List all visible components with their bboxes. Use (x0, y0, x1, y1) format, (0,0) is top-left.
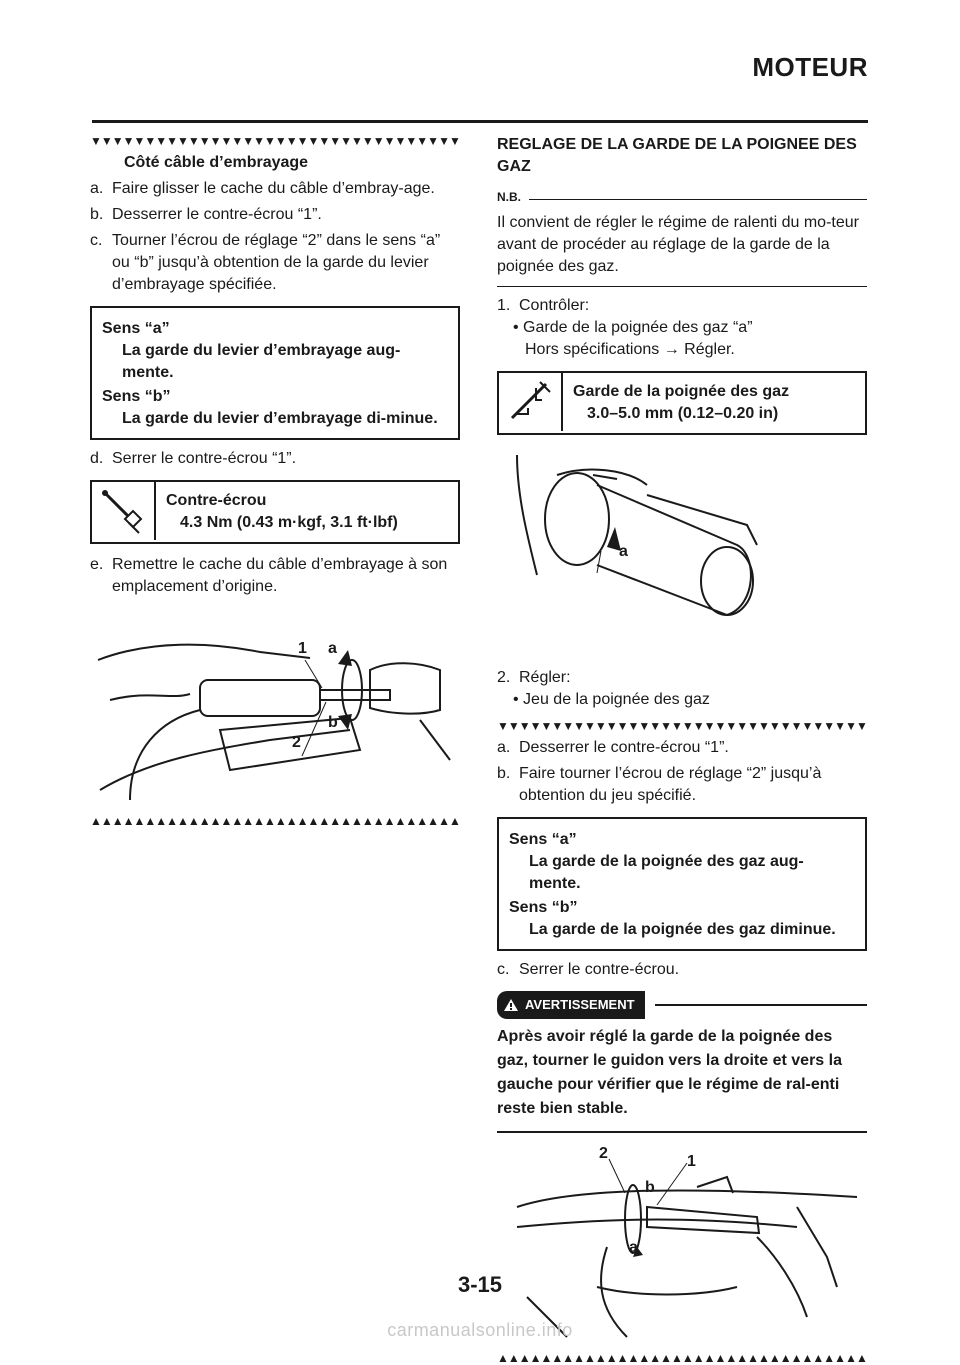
direction-b-text: La garde de la poignée des gaz diminue. (529, 921, 836, 938)
step-label: a. (497, 739, 511, 756)
procedure-end-marks: ▲▲▲▲▲▲▲▲▲▲▲▲▲▲▲▲▲▲▲▲▲▲▲▲▲▲▲▲▲▲▲▲▲▲▲▲ (497, 1351, 867, 1365)
warning-badge: AVERTISSEMENT (497, 991, 645, 1019)
step-1: 1. Contrôler: (497, 295, 867, 317)
left-column: ▼▼▼▼▼▼▼▼▼▼▼▼▼▼▼▼▼▼▼▼▼▼▼▼▼▼▼▼▼▼▼▼▼▼▼▼ Côt… (90, 134, 460, 828)
callout-a: a (629, 1239, 638, 1256)
step-label: d. (90, 450, 104, 467)
spec-value: 4.3 Nm (0.43 m·kgf, 3.1 ft·lbf) (180, 514, 398, 531)
step-text: Desserrer le contre-écrou “1”. (519, 739, 729, 756)
callout-b: b (645, 1179, 655, 1196)
spec-value: 3.0–5.0 mm (0.12–0.20 in) (587, 405, 779, 422)
nb-rule (529, 198, 867, 200)
nb-label: N.B. (497, 190, 521, 204)
callout-1: 1 (298, 640, 307, 657)
direction-b-label: Sens “b” (102, 388, 171, 405)
direction-a-text: La garde de la poignée des gaz aug-mente… (529, 853, 804, 892)
step-label: c. (90, 232, 103, 249)
direction-a-text: La garde du levier d’embrayage aug-mente… (122, 342, 401, 381)
step-d: d. Serrer le contre-écrou “1”. (90, 448, 460, 470)
header-rule (92, 120, 868, 123)
step-a: a. Faire glisser le cache du câble d’emb… (90, 178, 460, 200)
throttle-grip-figure: a (497, 454, 867, 655)
step-label: c. (497, 961, 510, 978)
nb-header: N.B. (497, 186, 867, 208)
step-c: c. Serrer le contre-écrou. (497, 959, 867, 981)
step-text: Serrer le contre-écrou “1”. (112, 450, 297, 467)
step-text: Desserrer le contre-écrou “1”. (112, 206, 322, 223)
direction-a-label: Sens “a” (509, 831, 577, 848)
step-label: 1. (497, 297, 511, 314)
nb-end-rule (497, 286, 867, 287)
throttle-adjuster-figure: 2 1 b a (497, 1145, 867, 1347)
spec-name: Garde de la poignée des gaz (573, 383, 790, 400)
throttle-spec-box: Garde de la poignée des gaz 3.0–5.0 mm (… (497, 371, 867, 435)
step-2: 2. Régler: (497, 667, 867, 689)
step-label: b. (90, 206, 104, 223)
step-text: Serrer le contre-écrou. (519, 961, 680, 978)
step-label: e. (90, 556, 104, 573)
step-text: Faire glisser le cache du câble d’embray… (112, 180, 435, 197)
warning-label: AVERTISSEMENT (525, 997, 635, 1012)
throttle-spec-text: Garde de la poignée des gaz 3.0–5.0 mm (… (563, 373, 799, 433)
clutch-side-subtitle: Côté câble d’embrayage (124, 154, 309, 171)
clutch-direction-box: Sens “a” La garde du levier d’embrayage … (90, 306, 460, 440)
step-text: Contrôler: (519, 297, 590, 314)
step-1-bullet: • Garde de la poignée des gaz “a” (513, 319, 753, 336)
spec-name: Contre-écrou (166, 492, 267, 509)
procedure-start-marks: ▼▼▼▼▼▼▼▼▼▼▼▼▼▼▼▼▼▼▼▼▼▼▼▼▼▼▼▼▼▼▼▼▼▼▼▼ (90, 134, 460, 148)
step-e: e. Remettre le cache du câble d’embrayag… (90, 554, 460, 598)
step-text: Remettre le cache du câble d’embrayage à… (112, 556, 448, 595)
warning-rule (654, 1004, 867, 1006)
direction-b-label: Sens “b” (509, 899, 578, 916)
step-b: b. Faire tourner l’écrou de réglage “2” … (497, 763, 867, 807)
torque-spec-box: Contre-écrou 4.3 Nm (0.43 m·kgf, 3.1 ft·… (90, 480, 460, 544)
step-c: c. Tourner l’écrou de réglage “2” dans l… (90, 230, 460, 296)
callout-a: a (619, 543, 628, 560)
step-text: Faire tourner l’écrou de réglage “2” jus… (519, 765, 822, 804)
direction-a-label: Sens “a” (102, 320, 170, 337)
step-text: Régler: (519, 669, 571, 686)
nb-text: Il convient de régler le régime de ralen… (497, 214, 859, 275)
procedure-end-marks: ▲▲▲▲▲▲▲▲▲▲▲▲▲▲▲▲▲▲▲▲▲▲▲▲▲▲▲▲▲▲▲▲▲▲▲▲ (90, 814, 460, 828)
section-title: REGLAGE DE LA GARDE DE LA POIGNEE DES GA… (497, 136, 857, 175)
callout-1: 1 (687, 1153, 696, 1170)
step-label: b. (497, 765, 511, 782)
clutch-cable-figure: 1 a b 2 (90, 630, 460, 810)
direction-b-text: La garde du levier d’embrayage di-minue. (122, 410, 438, 427)
warning-header: AVERTISSEMENT (497, 991, 867, 1019)
callout-a: a (328, 640, 337, 657)
step-label: a. (90, 180, 104, 197)
page-number: 3-15 (457, 1272, 503, 1297)
right-column: REGLAGE DE LA GARDE DE LA POIGNEE DES GA… (497, 134, 867, 1365)
step-text: Tourner l’écrou de réglage “2” dans le s… (112, 232, 441, 293)
warning-text: Après avoir réglé la garde de la poignée… (497, 1028, 842, 1117)
procedure-start-marks: ▼▼▼▼▼▼▼▼▼▼▼▼▼▼▼▼▼▼▼▼▼▼▼▼▼▼▼▼▼▼▼▼▼▼▼▼ (497, 719, 867, 733)
step-a: a. Desserrer le contre-écrou “1”. (497, 737, 867, 759)
callout-b: b (328, 714, 338, 731)
torque-spec-text: Contre-écrou 4.3 Nm (0.43 m·kgf, 3.1 ft·… (156, 482, 408, 542)
callout-2: 2 (599, 1145, 608, 1162)
step-label: 2. (497, 669, 511, 686)
throttle-direction-box: Sens “a” La garde de la poignée des gaz … (497, 817, 867, 951)
callout-2: 2 (292, 734, 301, 751)
step-b: b. Desserrer le contre-écrou “1”. (90, 204, 460, 226)
step-1-action: Hors spécifications → Régler. (525, 341, 735, 358)
warning-triangle-icon (504, 999, 518, 1011)
torque-wrench-icon (92, 482, 156, 540)
step-2-bullet: • Jeu de la poignée des gaz (513, 691, 710, 708)
page-title: MOTEUR (752, 52, 868, 82)
warning-end-rule (497, 1131, 867, 1133)
watermark: carmanualsonline.info (387, 1320, 573, 1340)
caliper-icon (499, 373, 563, 431)
